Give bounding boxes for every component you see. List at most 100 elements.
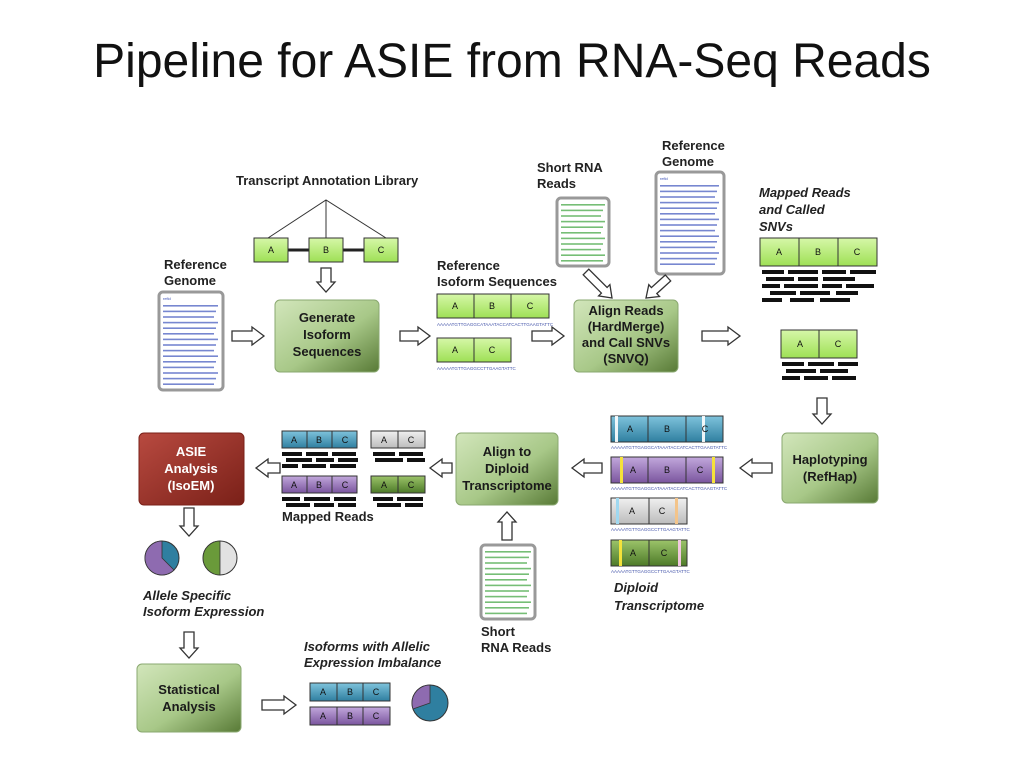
flow-arrow-left xyxy=(428,457,453,479)
diploid-abc-purple: A B C AAAAATGTTGAGGCATAAATACCATCACTTGAAG… xyxy=(610,456,728,491)
flow-arrows xyxy=(178,267,833,716)
mapped-snvs-label-2: and Called xyxy=(759,202,826,217)
sequence-line xyxy=(163,377,216,380)
short-rna-reads-top-doc xyxy=(555,196,611,268)
sequence-line xyxy=(485,612,527,615)
diploid-teal-seq: AAAAATGTTGAGGCATAAATACCATCACTTGAAGTATTC xyxy=(611,445,728,450)
sequence-line xyxy=(163,327,216,329)
mapped-olive-c: C xyxy=(408,480,415,490)
read-bar xyxy=(338,458,358,462)
flow-arrow-left xyxy=(570,457,603,479)
reference-isoform-label-1: Reference xyxy=(437,258,500,273)
haplotyping-box: Haplotyping (RefHap) xyxy=(781,432,879,504)
sequence-line xyxy=(561,204,605,206)
read-bar xyxy=(314,503,334,507)
snv-ac-c: C xyxy=(835,339,842,349)
reference-genome-left-lines xyxy=(163,305,218,385)
diploid-purple-a: A xyxy=(630,465,636,475)
read-bar xyxy=(822,270,846,274)
mapped-abc-purple: A B C xyxy=(281,475,358,494)
mapped-ac-olive: A C xyxy=(370,475,426,494)
sequence-line xyxy=(561,232,601,234)
sequence-line xyxy=(163,361,216,363)
align-reads-line-1: Align Reads xyxy=(588,303,663,318)
allele-specific-label-2: Isoform Expression xyxy=(143,604,264,619)
read-bar xyxy=(762,270,784,274)
imbalance-purple-a: A xyxy=(320,711,326,721)
read-bar xyxy=(282,497,300,501)
short-rna-reads-bottom-label-2: RNA Reads xyxy=(481,640,551,655)
sequence-line xyxy=(660,196,715,198)
flow-arrow-right xyxy=(399,325,432,347)
annotation-seg-b-text: B xyxy=(323,245,329,255)
isoform-ac-seq: AAAAATGTTGAGGCCTTGAAGTATTC xyxy=(437,366,517,371)
mapped-reads-bars xyxy=(282,452,425,507)
sequence-line xyxy=(660,190,717,193)
mapped-olive-a: A xyxy=(381,480,387,490)
reference-genome-top-label-1: Reference xyxy=(662,138,725,153)
sequence-line xyxy=(561,237,605,240)
read-bar xyxy=(808,362,834,366)
sequence-line xyxy=(485,562,527,564)
flow-arrow-up xyxy=(496,511,518,541)
sequence-line xyxy=(561,220,605,223)
sequence-line xyxy=(660,241,717,243)
sequence-line xyxy=(485,567,531,570)
sequence-line xyxy=(163,333,214,335)
short-rna-reads-bottom-doc xyxy=(479,543,537,621)
sequence-line xyxy=(163,305,218,307)
sequence-line xyxy=(660,185,719,187)
generate-line-1: Generate xyxy=(299,310,355,325)
sequence-line xyxy=(163,310,216,313)
short-rna-reads-top-label-2: Reads xyxy=(537,176,576,191)
sequence-line xyxy=(660,263,715,265)
flow-arrow-down xyxy=(178,631,200,659)
reference-genome-left-label-2: Genome xyxy=(164,273,216,288)
mapped-purple-b: B xyxy=(316,480,322,490)
slide-title: Pipeline for ASIE from RNA-Seq Reads xyxy=(93,35,931,88)
sequence-line xyxy=(163,366,214,369)
snv-ac-a: A xyxy=(797,339,803,349)
sequence-line xyxy=(485,584,531,587)
sequence-line xyxy=(660,201,719,204)
imbalance-label-1: Isoforms with Allelic xyxy=(304,639,431,654)
isoform-ac-a: A xyxy=(452,345,458,355)
diploid-purple-c: C xyxy=(697,465,704,475)
sequence-line xyxy=(485,556,529,559)
mapped-reads-label: Mapped Reads xyxy=(282,509,374,524)
read-bar xyxy=(782,376,800,380)
mapped-purple-c: C xyxy=(342,480,349,490)
diploid-olive-seq: AAAAATGTTGAGGCCTTGAAGTATTC xyxy=(611,569,691,574)
annotation-tree-lines xyxy=(267,199,387,239)
sequence-line xyxy=(485,551,531,553)
read-bar xyxy=(306,452,328,456)
sequence-line xyxy=(660,252,719,254)
diploid-teal-a: A xyxy=(627,424,633,434)
sequence-line xyxy=(660,218,719,221)
sequence-line xyxy=(660,213,715,215)
flow-arrow-right xyxy=(261,694,298,716)
flow-arrow-right xyxy=(531,325,566,347)
flow-arrow-down xyxy=(315,267,337,293)
read-bar xyxy=(377,503,401,507)
mapped-teal-a: A xyxy=(291,435,297,445)
generate-line-2: Isoform xyxy=(303,327,351,342)
pie-chart-3 xyxy=(411,684,449,722)
read-bar xyxy=(784,284,818,288)
read-bar xyxy=(286,503,310,507)
diploid-grey-c: C xyxy=(659,506,666,516)
imbalance-purple-b: B xyxy=(347,711,353,721)
read-bar xyxy=(338,503,356,507)
align-reads-box: Align Reads (HardMerge) and Call SNVs (S… xyxy=(573,299,679,373)
diploid-teal-c: C xyxy=(702,424,709,434)
reference-genome-top-doc: refid xyxy=(654,170,726,276)
mapped-grey-c: C xyxy=(408,435,415,445)
diploid-ac-grey: A C AAAAATGTTGAGGCCTTGAAGTATTC xyxy=(610,497,691,532)
read-bar xyxy=(316,458,334,462)
sequence-line xyxy=(660,235,719,237)
statistical-line-1: Statistical xyxy=(158,682,219,697)
imbalance-teal-c: C xyxy=(373,687,380,697)
mapped-teal-c: C xyxy=(342,435,349,445)
generate-isoform-sequences-box: Generate Isoform Sequences xyxy=(274,299,380,373)
